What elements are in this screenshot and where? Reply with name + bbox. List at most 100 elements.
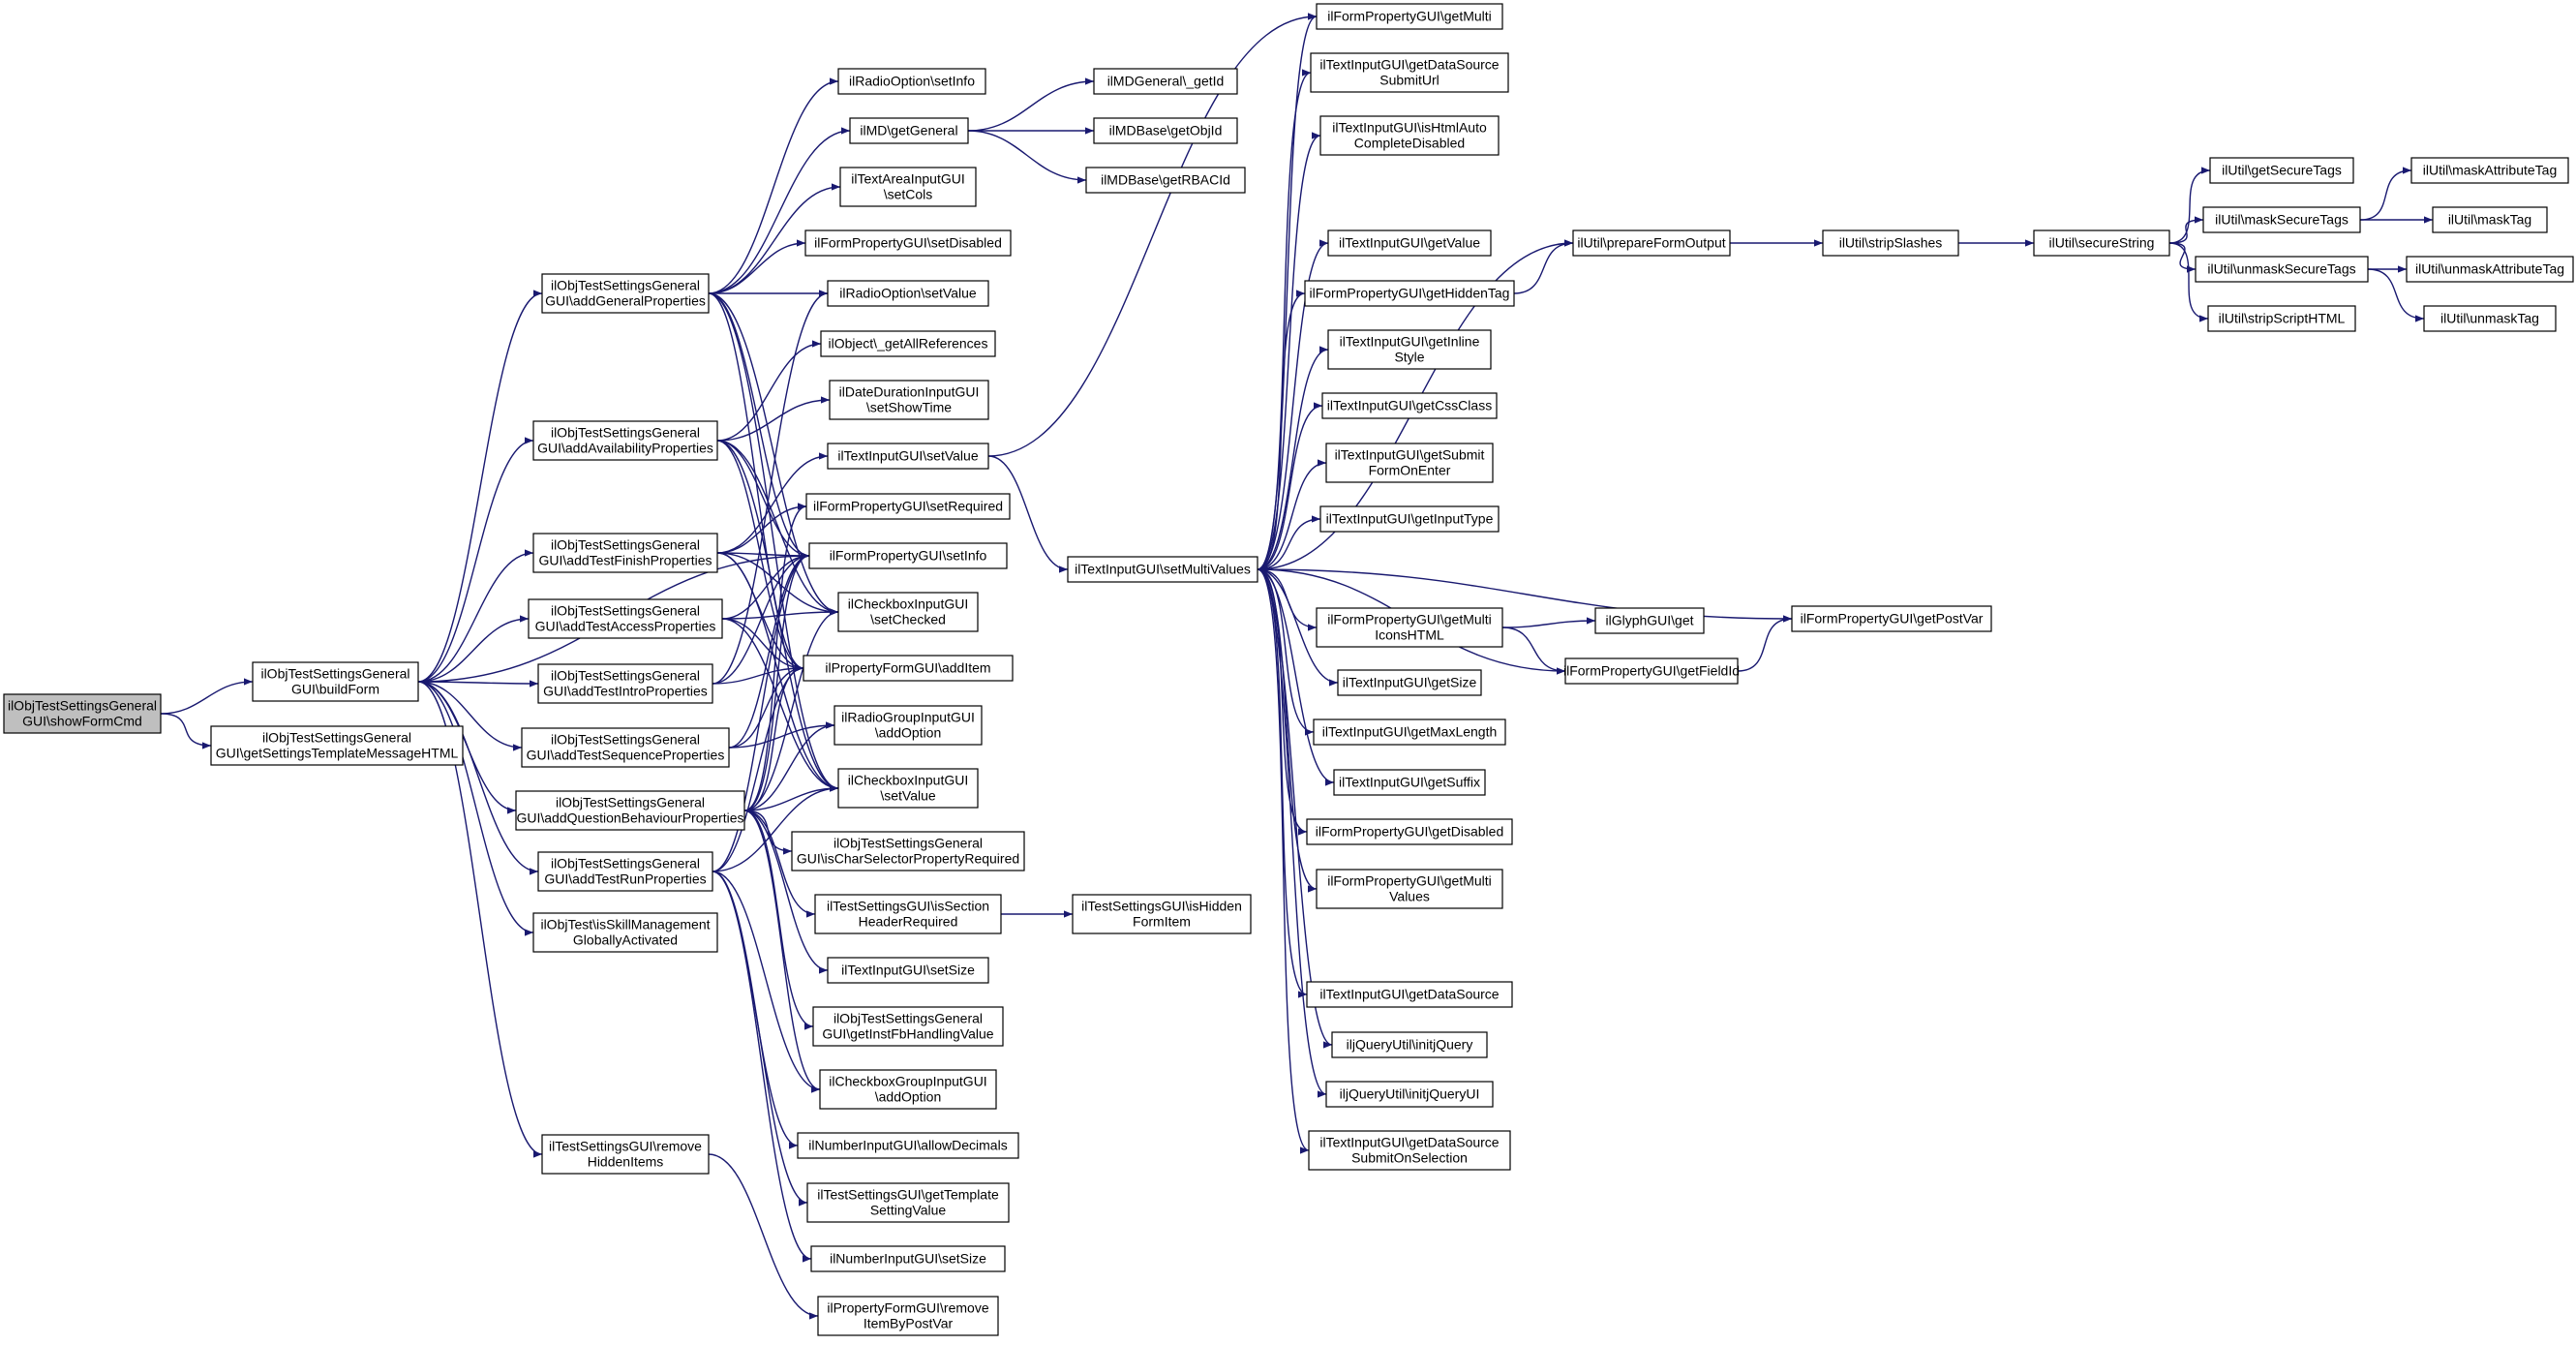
graph-node-ilobjtestsettingsgeneralgui-ischarselectorpropertyrequired[interactable]: ilObjTestSettingsGeneralGUI\isCharSelect… bbox=[791, 831, 1025, 871]
graph-node-ilradiogroupinputgui-addoption[interactable]: ilRadioGroupInputGUI\addOption bbox=[833, 705, 983, 746]
graph-node-iljqueryutil-initjquery[interactable]: iljQueryUtil\initjQuery bbox=[1331, 1031, 1488, 1058]
graph-node-ilutil-getsecuretags[interactable]: ilUtil\getSecureTags bbox=[2209, 157, 2354, 184]
node-box bbox=[1316, 3, 1503, 30]
graph-node-ilobjtestsettingsgeneralgui-addquestionbehaviourproperties[interactable]: ilObjTestSettingsGeneralGUI\addQuestionB… bbox=[515, 790, 745, 831]
graph-node-iltextinputgui-ishtmlautocompletedisabled[interactable]: ilTextInputGUI\isHtmlAutoCompleteDisable… bbox=[1319, 115, 1500, 156]
call-edge bbox=[728, 664, 804, 749]
graph-node-ilformpropertygui-gethiddentag[interactable]: ilFormPropertyGUI\getHiddenTag bbox=[1304, 280, 1515, 307]
graph-node-ilutil-securestring[interactable]: ilUtil\secureString bbox=[2033, 229, 2170, 257]
node-label: ilCheckboxInputGUI bbox=[848, 773, 969, 788]
graph-node-ilformpropertygui-setrequired[interactable]: ilFormPropertyGUI\setRequired bbox=[805, 493, 1011, 520]
graph-node-ilmd-getgeneral[interactable]: ilMD\getGeneral bbox=[849, 117, 969, 144]
graph-node-ildatedurationinputgui-setshowtime[interactable]: ilDateDurationInputGUI\setShowTime bbox=[829, 380, 989, 420]
graph-node-ilcheckboxinputgui-setvalue[interactable]: ilCheckboxInputGUI\setValue bbox=[837, 768, 979, 809]
graph-node-ilutil-maskattributetag[interactable]: ilUtil\maskAttributeTag bbox=[2410, 157, 2569, 184]
graph-node-ilmdbase-getrbacid[interactable]: ilMDBase\getRBACId bbox=[1085, 167, 1246, 194]
node-label: ilUtil\unmaskAttributeTag bbox=[2415, 261, 2564, 277]
graph-node-ilutil-masktag[interactable]: ilUtil\maskTag bbox=[2432, 206, 2548, 233]
call-edge bbox=[1257, 459, 1327, 570]
graph-node-iltextinputgui-getdatasource[interactable]: ilTextInputGUI\getDataSource bbox=[1306, 981, 1513, 1008]
graph-node-ilobjtestsettingsgeneralgui-addtestintroproperties[interactable]: ilObjTestSettingsGeneralGUI\addTestIntro… bbox=[537, 663, 713, 704]
graph-node-ilobjtestsettingsgeneralgui-addgeneralproperties[interactable]: ilObjTestSettingsGeneralGUI\addGeneralPr… bbox=[541, 273, 710, 314]
graph-node-ilutil-masksecuretags[interactable]: ilUtil\maskSecureTags bbox=[2202, 206, 2361, 233]
graph-node-iltestsettingsgui-gettemplatesettingvalue[interactable]: ilTestSettingsGUI\getTemplateSettingValu… bbox=[806, 1182, 1010, 1223]
graph-node-ilobjtestsettingsgeneralgui-addtestaccessproperties[interactable]: ilObjTestSettingsGeneralGUI\addTestAcces… bbox=[528, 598, 723, 639]
node-box bbox=[837, 592, 979, 632]
graph-node-ilformpropertygui-getmulti[interactable]: ilFormPropertyGUI\getMulti bbox=[1316, 3, 1503, 30]
graph-node-ilglyphgui-get[interactable]: ilGlyphGUI\get bbox=[1594, 607, 1705, 634]
node-box bbox=[537, 663, 713, 704]
graph-node-ilutil-unmasktag[interactable]: ilUtil\unmaskTag bbox=[2423, 305, 2557, 332]
graph-node-ilobjtestsettingsgeneralgui-getinstfbhandlingvalue[interactable]: ilObjTestSettingsGeneralGUI\getInstFbHan… bbox=[812, 1006, 1004, 1047]
node-label: ilFormPropertyGUI\setDisabled bbox=[814, 235, 1002, 251]
node-label: \addOption bbox=[875, 1089, 942, 1105]
graph-node-iltextinputgui-setvalue[interactable]: ilTextInputGUI\setValue bbox=[827, 443, 989, 470]
graph-node-iljqueryutil-initjqueryui[interactable]: iljQueryUtil\initjQueryUI bbox=[1325, 1081, 1494, 1108]
graph-node-ilobject-getallreferences[interactable]: ilObject\_getAllReferences bbox=[820, 330, 996, 357]
graph-node-ilutil-unmasksecuretags[interactable]: ilUtil\unmaskSecureTags bbox=[2195, 256, 2369, 283]
graph-node-ilutil-stripslashes[interactable]: ilUtil\stripSlashes bbox=[1822, 229, 1959, 257]
graph-node-iltextinputgui-getcssclass[interactable]: ilTextInputGUI\getCssClass bbox=[1321, 392, 1498, 419]
graph-node-ilutil-unmaskattributetag[interactable]: ilUtil\unmaskAttributeTag bbox=[2406, 256, 2574, 283]
graph-node-ilcheckboxinputgui-setchecked[interactable]: ilCheckboxInputGUI\setChecked bbox=[837, 592, 979, 632]
graph-node-iltextinputgui-getvalue[interactable]: ilTextInputGUI\getValue bbox=[1327, 229, 1492, 257]
graph-node-iltestsettingsgui-issectionheaderrequired[interactable]: ilTestSettingsGUI\isSectionHeaderRequire… bbox=[814, 894, 1002, 934]
graph-node-ilradiooption-setvalue[interactable]: ilRadioOption\setValue bbox=[827, 280, 989, 307]
node-box bbox=[537, 851, 713, 892]
graph-node-ilradiooption-setinfo[interactable]: ilRadioOption\setInfo bbox=[837, 68, 986, 95]
graph-node-ilobjtestsettingsgeneralgui-getsettingstemplatemessagehtml[interactable]: ilObjTestSettingsGeneralGUI\getSettingsT… bbox=[210, 725, 464, 766]
node-label: ilRadioGroupInputGUI bbox=[841, 710, 975, 725]
call-edge bbox=[743, 503, 807, 811]
graph-node-iltextinputgui-setmultivalues[interactable]: ilTextInputGUI\setMultiValues bbox=[1067, 556, 1258, 583]
graph-node-ilobjtestsettingsgeneralgui-addtestrunproperties[interactable]: ilObjTestSettingsGeneralGUI\addTestRunPr… bbox=[537, 851, 713, 892]
graph-node-ilformpropertygui-setdisabled[interactable]: ilFormPropertyGUI\setDisabled bbox=[804, 229, 1012, 257]
graph-node-ilformpropertygui-getfieldid[interactable]: ilFormPropertyGUI\getFieldId bbox=[1563, 657, 1740, 685]
node-box bbox=[532, 912, 718, 953]
call-edge bbox=[721, 552, 810, 620]
graph-node-ilobjtestsettingsgeneralgui-addavailabilityproperties[interactable]: ilObjTestSettingsGeneralGUI\addAvailabil… bbox=[532, 420, 718, 461]
graph-node-ilformpropertygui-getdisabled[interactable]: ilFormPropertyGUI\getDisabled bbox=[1306, 818, 1513, 845]
graph-node-ilutil-stripscripthtml[interactable]: ilUtil\stripScriptHTML bbox=[2207, 305, 2356, 332]
node-label: ilMD\getGeneral bbox=[860, 123, 957, 138]
node-box bbox=[810, 1245, 1006, 1272]
graph-node-ilformpropertygui-getpostvar[interactable]: ilFormPropertyGUI\getPostVar bbox=[1791, 605, 1992, 632]
graph-node-iltextinputgui-setsize[interactable]: ilTextInputGUI\setSize bbox=[827, 957, 989, 984]
graph-node-ilnumberinputgui-allowdecimals[interactable]: ilNumberInputGUI\allowDecimals bbox=[797, 1132, 1019, 1159]
call-edge bbox=[967, 77, 1095, 132]
graph-node-ilformpropertygui-setinfo[interactable]: ilFormPropertyGUI\setInfo bbox=[808, 542, 1008, 569]
node-box bbox=[1331, 1031, 1488, 1058]
graph-node-iltextinputgui-getmaxlength[interactable]: ilTextInputGUI\getMaxLength bbox=[1313, 718, 1506, 746]
graph-node-iltextinputgui-getdatasourcesubmitonselection[interactable]: ilTextInputGUI\getDataSourceSubmitOnSele… bbox=[1308, 1130, 1511, 1171]
graph-node-ilobjtestsettingsgeneralgui-addtestsequenceproperties[interactable]: ilObjTestSettingsGeneralGUI\addTestSeque… bbox=[521, 727, 730, 768]
node-label: ItemByPostVar bbox=[864, 1316, 954, 1331]
graph-node-iltextinputgui-getinputtype[interactable]: ilTextInputGUI\getInputType bbox=[1319, 505, 1500, 533]
graph-node-ilmdbase-getobjid[interactable]: ilMDBase\getObjId bbox=[1093, 117, 1238, 144]
graph-node-ilpropertyformgui-additem[interactable]: ilPropertyFormGUI\addItem bbox=[803, 655, 1014, 682]
node-label: ilDateDurationInputGUI bbox=[839, 384, 980, 400]
node-label: ilObjTestSettingsGeneral bbox=[260, 666, 409, 682]
graph-node-iltextinputgui-getsize[interactable]: ilTextInputGUI\getSize bbox=[1337, 669, 1482, 696]
node-box bbox=[521, 727, 730, 768]
graph-node-iltextinputgui-getsuffix[interactable]: ilTextInputGUI\getSuffix bbox=[1333, 769, 1486, 796]
graph-node-ilcheckboxgroupinputgui-addoption[interactable]: ilCheckboxGroupInputGUI\addOption bbox=[819, 1069, 997, 1110]
call-edge bbox=[2367, 268, 2425, 322]
graph-node-ilutil-prepareformoutput[interactable]: ilUtil\prepareFormOutput bbox=[1572, 229, 1731, 257]
node-label: SubmitUrl bbox=[1379, 73, 1439, 88]
graph-node-iltextareainputgui-setcols[interactable]: ilTextAreaInputGUI\setCols bbox=[839, 167, 977, 207]
graph-node-ilobjtest-isskillmanagementgloballyactivated[interactable]: ilObjTest\isSkillManagementGloballyActiv… bbox=[532, 912, 718, 953]
graph-node-ilmdgeneral-getid[interactable]: ilMDGeneral\_getId bbox=[1093, 68, 1238, 95]
node-label: FormItem bbox=[1133, 914, 1191, 930]
graph-node-ilobjtestsettingsgeneralgui-addtestfinishproperties[interactable]: ilObjTestSettingsGeneralGUI\addTestFinis… bbox=[532, 533, 718, 573]
call-edge bbox=[1501, 617, 1596, 628]
graph-node-ilnumberinputgui-setsize[interactable]: ilNumberInputGUI\setSize bbox=[810, 1245, 1006, 1272]
